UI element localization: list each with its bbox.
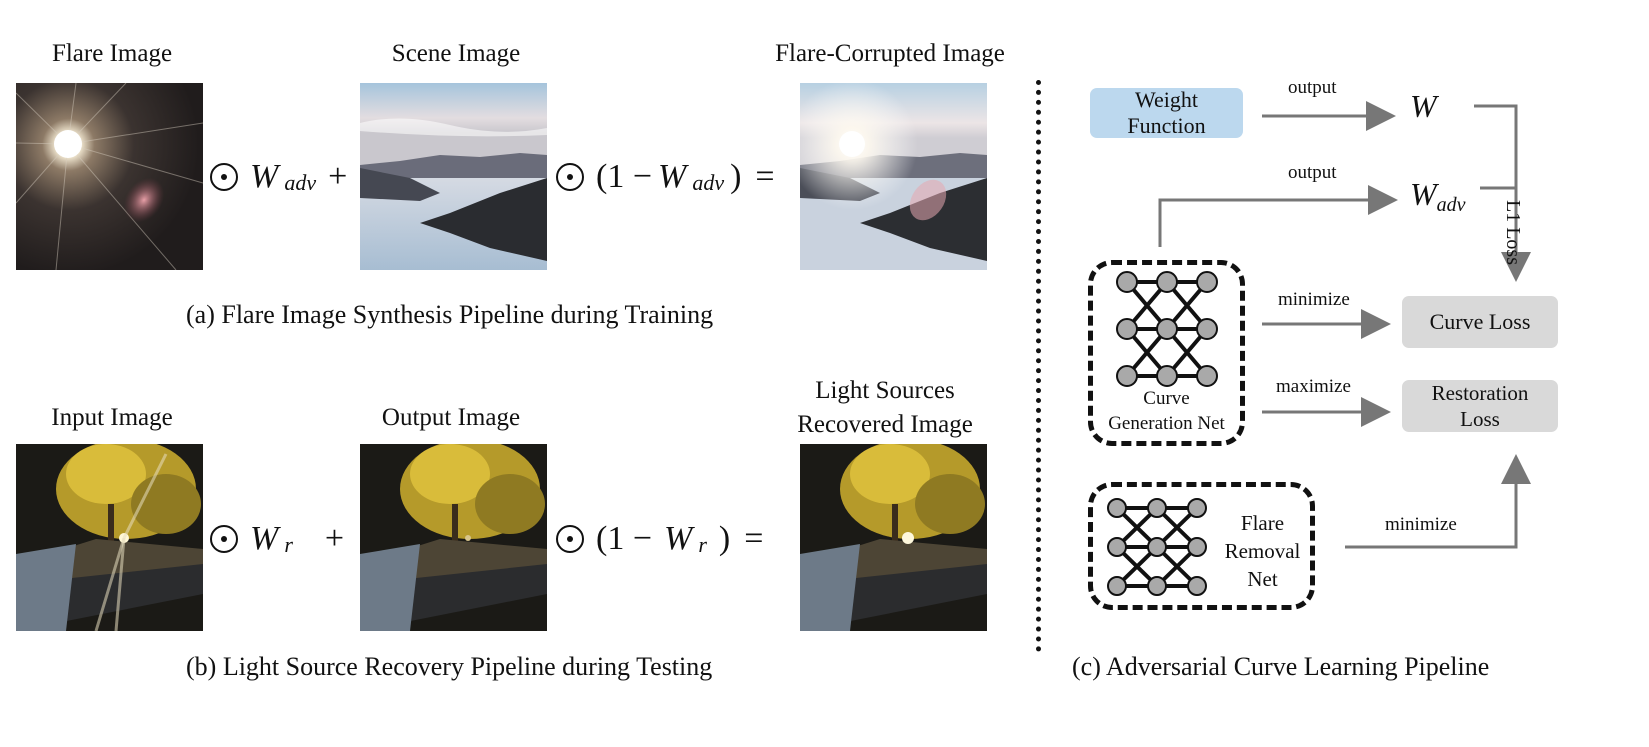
caption-a: (a) Flare Image Synthesis Pipeline durin… <box>186 300 714 329</box>
output-label-2: output <box>1288 162 1337 183</box>
hadamard-icon <box>556 525 584 553</box>
w-symbol: W <box>1410 88 1437 124</box>
input-image-label: Input Image <box>51 404 173 431</box>
output-label-1: output <box>1288 77 1337 98</box>
flare-removal-net-box <box>1088 482 1315 610</box>
flare-image-label: Flare Image <box>51 40 173 67</box>
output-image-label: Output Image <box>381 404 521 431</box>
recovered-image-label-line1: Light Sources <box>815 377 955 404</box>
w-adv-symbol: Wadv <box>1410 176 1466 216</box>
minimize-label-1: minimize <box>1278 289 1350 310</box>
recovered-image <box>800 444 987 631</box>
recovered-image-label-line2: Recovered Image <box>797 411 973 438</box>
scene-image <box>360 83 547 270</box>
caption-b: (b) Light Source Recovery Pipeline durin… <box>186 652 713 681</box>
minimize-label-2: minimize <box>1385 514 1457 535</box>
panel-divider <box>1036 80 1041 652</box>
caption-c: (c) Adversarial Curve Learning Pipeline <box>1072 652 1490 681</box>
curve-net-label-2: Generation Net <box>1108 413 1225 434</box>
curve-loss-box: Curve Loss <box>1402 296 1558 348</box>
output-image <box>360 444 547 631</box>
scene-image-label: Scene Image <box>391 40 521 67</box>
curve-generation-net-graph <box>1116 271 1218 387</box>
curve-generation-net-box <box>1088 260 1245 446</box>
flare-removal-net-graph <box>1107 498 1207 596</box>
flare-image <box>16 83 203 270</box>
hadamard-icon <box>210 525 238 553</box>
flare-corrupted-image <box>800 83 987 270</box>
curve-net-label-1: Curve <box>1143 388 1190 409</box>
input-image <box>16 444 203 631</box>
flare-corrupted-image-label: Flare-Corrupted Image <box>775 40 1005 67</box>
l1-loss-label: L1 Loss <box>1502 200 1524 265</box>
hadamard-icon <box>210 163 238 191</box>
maximize-label: maximize <box>1276 376 1351 397</box>
hadamard-icon <box>556 163 584 191</box>
flare-net-label: Flare Removal Net <box>1224 511 1301 591</box>
